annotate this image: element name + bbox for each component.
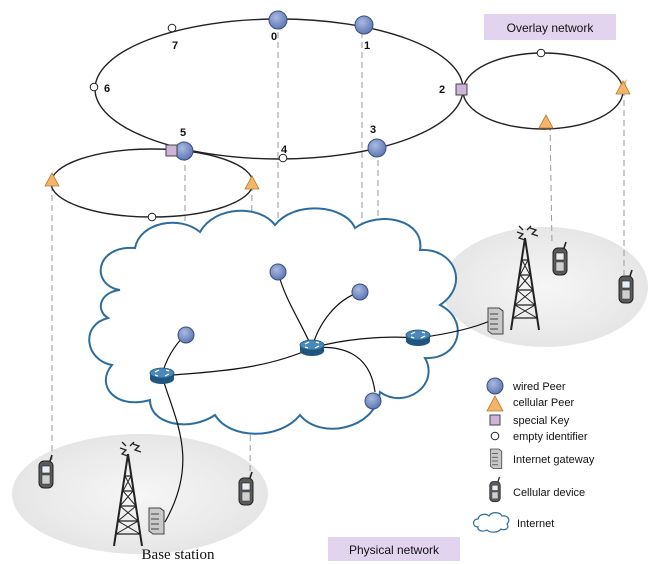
overlay-cellular-peer <box>44 172 60 187</box>
wired-peer-physical <box>177 326 195 344</box>
overlay-cellular-peer <box>615 80 631 95</box>
overlay-wired-peer-1 <box>354 15 374 35</box>
node-id-label-5: 5 <box>180 127 186 139</box>
overlay-special-key-5 <box>165 144 178 157</box>
legend: wired Peer cellular Peer special Key emp… <box>472 377 595 533</box>
legend-empty-identifier-icon <box>490 431 500 441</box>
internet-gateway-right <box>487 307 504 335</box>
wired-peer-physical <box>351 283 369 301</box>
internet-cloud <box>88 207 459 435</box>
overlay-wired-peer-5 <box>174 141 194 161</box>
node-id-label-0: 0 <box>271 31 277 43</box>
wired-peer-physical <box>269 263 287 281</box>
overlay-special-key-2 <box>455 83 468 96</box>
overlay-empty-identifier <box>536 48 546 58</box>
node-id-label-2: 2 <box>439 84 445 96</box>
node-id-label-4: 4 <box>281 144 288 156</box>
legend-cellular-peer-label: cellular Peer <box>513 397 574 409</box>
router-right <box>405 329 431 347</box>
node-id-label-6: 6 <box>104 83 110 95</box>
overlay-network-label-box <box>484 14 616 40</box>
legend-wired-peer-icon <box>486 377 504 395</box>
overlay-cellular-peer <box>244 175 260 190</box>
base-station-area-right <box>442 227 648 347</box>
router-center <box>299 339 325 357</box>
overlay-wired-peer-0 <box>268 10 288 30</box>
legend-special-key-label: special Key <box>513 415 570 427</box>
overlay-ring-right <box>462 52 624 130</box>
legend-internet-gateway-label: Internet gateway <box>513 454 595 466</box>
legend-cellular-device-icon <box>489 476 501 503</box>
overlay-cellular-peer <box>538 114 554 129</box>
overlay-empty-identifier-6 <box>89 82 99 92</box>
overlay-wired-peer-3 <box>367 138 387 158</box>
base-station-area-left <box>12 434 268 554</box>
physical-network-label: Physical network <box>349 543 440 557</box>
node-id-label-3: 3 <box>370 124 376 136</box>
physical-network-label-box <box>328 537 460 561</box>
legend-cellular-device-label: Cellular device <box>513 487 585 499</box>
legend-cellular-peer-icon <box>486 395 504 412</box>
wired-peer-physical <box>364 392 382 410</box>
legend-wired-peer-label: wired Peer <box>512 381 566 393</box>
overlay-ring-left <box>50 148 254 218</box>
node-id-label-7: 7 <box>172 40 178 52</box>
legend-empty-identifier-label: empty identifier <box>513 431 588 443</box>
legend-special-key-icon <box>489 414 501 426</box>
internet-gateway-left <box>148 507 165 535</box>
legend-internet-gateway-icon <box>490 448 503 469</box>
overlay-network-label: Overlay network <box>507 21 595 35</box>
overlay-ring-main <box>94 18 464 160</box>
legend-internet-label: Internet <box>517 518 554 530</box>
overlay-empty-identifier-4 <box>278 153 288 163</box>
overlay-empty-identifier-7 <box>167 23 177 33</box>
overlay-empty-identifier <box>147 212 157 222</box>
node-id-label-1: 1 <box>364 40 370 52</box>
legend-internet-icon <box>472 512 510 533</box>
router-left <box>149 367 175 385</box>
base-station-label: Base station <box>142 547 215 563</box>
